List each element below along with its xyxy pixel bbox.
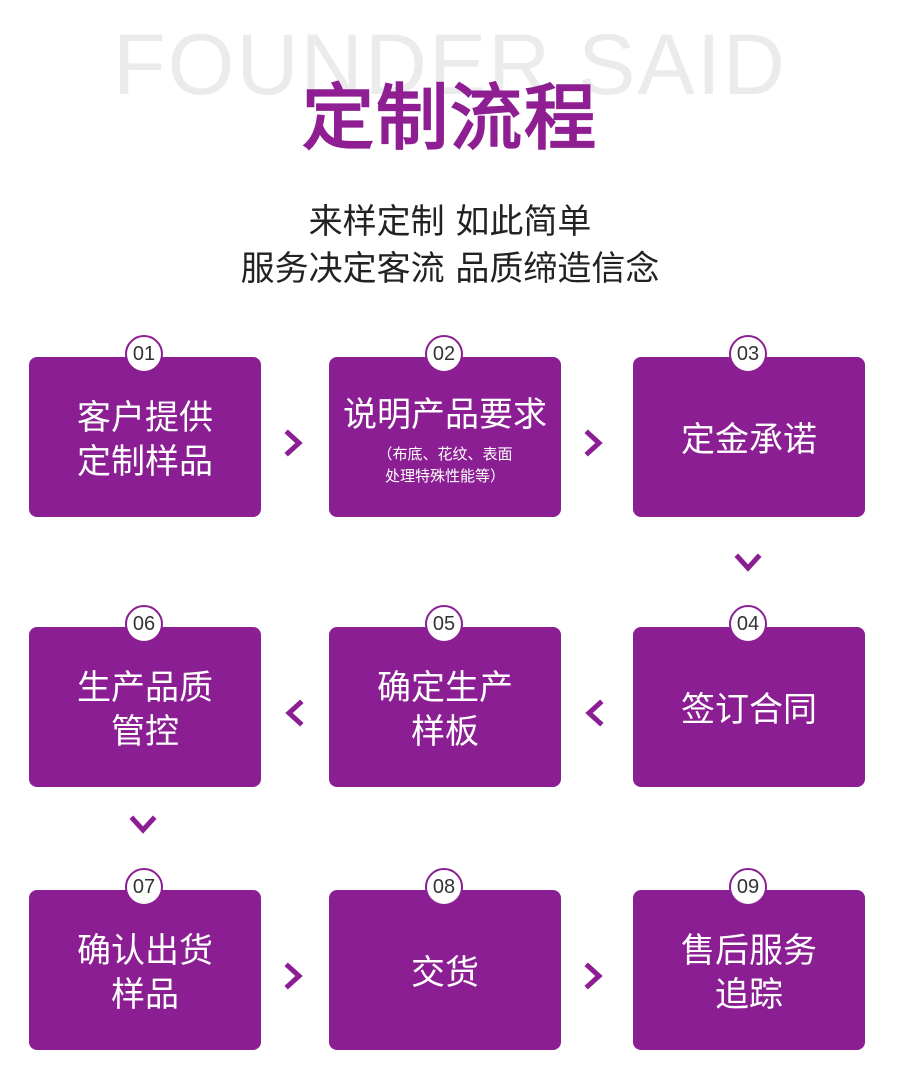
step-card-02: 02 说明产品要求 （布底、花纹、表面 处理特殊性能等）: [329, 335, 561, 517]
subtitle-line-1: 来样定制 如此简单: [308, 202, 592, 242]
step-label: 客户提供 定制样品: [77, 398, 213, 482]
step-number-badge: 03: [729, 335, 767, 373]
chevron-left-icon: [579, 698, 609, 728]
step-card-04: 04 签订合同: [633, 605, 865, 787]
step-label: 确认出货 样品: [77, 931, 213, 1015]
step-number-badge: 08: [425, 868, 463, 906]
step-card-06: 06 生产品质 管控: [29, 605, 261, 787]
chevron-right-icon: [279, 428, 309, 458]
step-label: 说明产品要求: [343, 395, 547, 435]
step-note: （布底、花纹、表面 处理特殊性能等）: [377, 445, 513, 485]
step-label: 交货: [411, 953, 479, 993]
step-label: 确定生产 样板: [377, 668, 513, 752]
step-label: 定金承诺: [681, 420, 817, 460]
step-number-badge: 02: [425, 335, 463, 373]
step-number-badge: 07: [125, 868, 163, 906]
step-card-07: 07 确认出货 样品: [29, 868, 261, 1050]
step-card-05: 05 确定生产 样板: [329, 605, 561, 787]
step-card-08: 08 交货: [329, 868, 561, 1050]
chevron-right-icon: [579, 428, 609, 458]
chevron-left-icon: [279, 698, 309, 728]
step-label: 售后服务 追踪: [681, 931, 817, 1015]
subtitle-line-2: 服务决定客流 品质缔造信念: [240, 249, 660, 289]
chevron-down-icon: [128, 810, 158, 840]
background-watermark: FOUNDER SAID: [113, 17, 787, 113]
step-number-badge: 04: [729, 605, 767, 643]
step-number-badge: 09: [729, 868, 767, 906]
chevron-right-icon: [579, 961, 609, 991]
step-number-badge: 06: [125, 605, 163, 643]
step-label: 生产品质 管控: [77, 668, 213, 752]
step-number-badge: 01: [125, 335, 163, 373]
step-number-badge: 05: [425, 605, 463, 643]
chevron-down-icon: [733, 548, 763, 578]
chevron-right-icon: [279, 961, 309, 991]
step-label: 签订合同: [681, 690, 817, 730]
step-card-03: 03 定金承诺: [633, 335, 865, 517]
page-title: 定制流程: [301, 76, 598, 160]
step-card-09: 09 售后服务 追踪: [633, 868, 865, 1050]
step-card-01: 01 客户提供 定制样品: [29, 335, 261, 517]
